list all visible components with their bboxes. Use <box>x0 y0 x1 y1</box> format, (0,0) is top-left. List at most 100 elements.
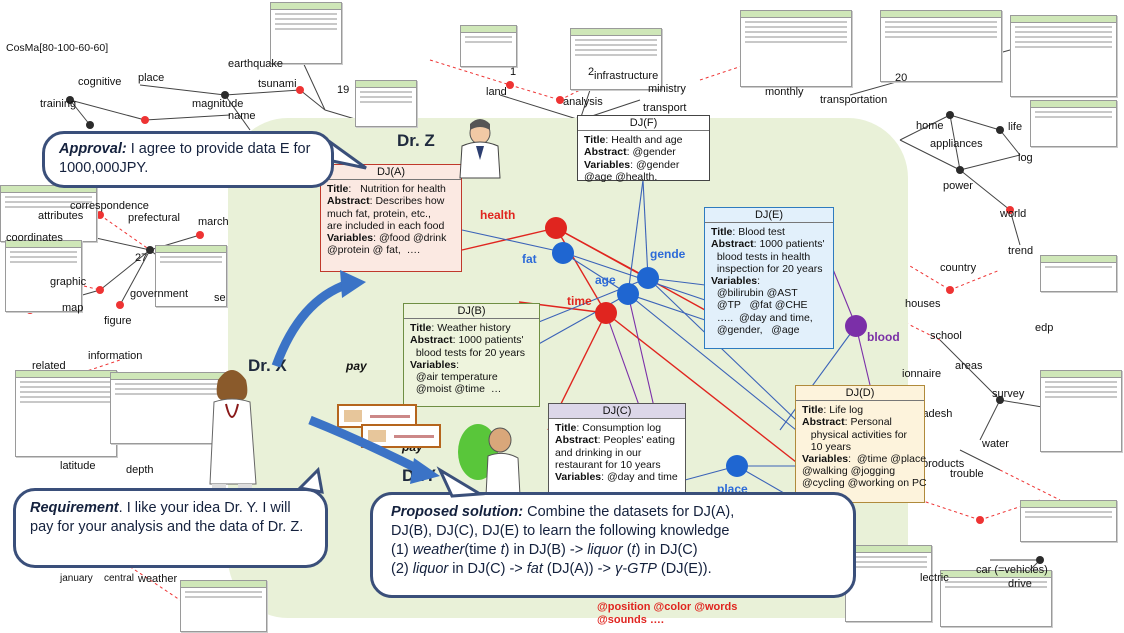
keyword: attributes <box>38 210 84 222</box>
thumbnail-card <box>155 245 227 307</box>
dataset-line-value: : @gender <box>626 146 676 159</box>
dataset-line: Variables: @time @place <box>802 453 926 466</box>
dataset-line-value: @bilirubin @AST <box>711 287 798 300</box>
keyword: ionnaire <box>902 368 942 380</box>
dataset-line: @cycling @working on PC <box>802 477 927 489</box>
keyword: country <box>940 262 977 274</box>
node-time <box>595 302 617 324</box>
number-label: 27 <box>135 252 148 264</box>
keyword: earthquake <box>228 58 284 70</box>
dataset-line-value: : @day and time <box>601 471 678 484</box>
keyword: edp <box>1035 322 1054 334</box>
keyword: cognitive <box>78 76 122 88</box>
dataset-line-value: ….. @day and time, <box>711 311 813 324</box>
dataset-line-key: Title <box>327 183 349 196</box>
number-label: 2 <box>588 66 595 78</box>
node-label-fat: fat <box>522 252 537 266</box>
thumbnail-card <box>15 370 117 457</box>
dataset-line-key: Title <box>410 322 432 335</box>
node-label-time: time <box>567 294 592 308</box>
dataset-title: DJ(E) <box>705 208 833 224</box>
keyword: products <box>922 458 965 470</box>
dataset-line: @TP @fat @CHE <box>711 299 827 311</box>
dataset-line-key: Variables <box>555 471 602 484</box>
dataset-line: Variables: <box>410 359 533 371</box>
header-label: CosMa[80-100-60-60] <box>6 42 109 54</box>
dataset-line-value: : @time @place <box>848 453 927 466</box>
dataset-line-value: @age @health. <box>584 170 658 183</box>
pay-label: pay <box>346 359 367 373</box>
doctor-z-label: Dr. Z <box>397 131 435 150</box>
dataset-line-value: : Peoples' eating <box>597 434 675 447</box>
node-label-age: age <box>595 273 616 287</box>
thumbnail-card <box>460 25 517 67</box>
node-fat <box>552 242 574 264</box>
dataset-line-value: : Life log <box>823 404 864 417</box>
node-blood <box>845 315 867 337</box>
approval-bubble: Approval: I agree to provide data E for … <box>42 131 334 188</box>
dataset-line-value: : Blood test <box>732 226 785 239</box>
dataset-line-key: Abstract <box>555 434 598 447</box>
doctor-y-label: Dr.Y <box>402 466 437 485</box>
dataset-line: and drinking in our <box>555 447 679 459</box>
keyword: life <box>1008 121 1023 133</box>
dataset-title: DJ(F) <box>578 116 709 132</box>
dataset-line: Abstract: 1000 patients' <box>711 238 827 250</box>
dataset-line-key: Abstract <box>802 416 845 429</box>
keyword: survey <box>992 388 1025 400</box>
dataset-line-key: Abstract <box>584 146 627 159</box>
keyword: prefectural <box>128 212 180 224</box>
thumbnail-card <box>1030 100 1117 147</box>
thumbnail-card <box>740 10 852 87</box>
keyword: map <box>62 302 84 314</box>
keyword: central <box>104 573 135 584</box>
keyword: name <box>228 110 256 122</box>
dataset-title: DJ(B) <box>404 304 539 320</box>
dataset-line-value: @moist @time … <box>410 383 502 396</box>
dataset-line: Abstract: Describes how <box>327 195 455 207</box>
keyword: power <box>943 180 973 192</box>
dataset-line: @protein @ fat, …. <box>327 244 455 256</box>
keyword: training <box>40 98 77 110</box>
dataset-line: 10 years <box>802 441 918 453</box>
keyword: lectric <box>920 572 949 584</box>
dataset-line-value: blood tests in health <box>711 250 811 263</box>
dataset-line-value: : Health and age <box>605 134 683 147</box>
pay-label: pay <box>402 440 423 454</box>
thumbnail-card <box>5 240 82 312</box>
dataset-line-value: and drinking in our <box>555 446 642 459</box>
dataset-line: Title: Blood test <box>711 226 827 238</box>
dataset-line-value: much fat, protein, etc., <box>327 207 431 220</box>
dataset-line: are included in each food <box>327 220 455 232</box>
dataset-line-key: Title <box>555 422 577 435</box>
dataset-line-key: Variables <box>410 358 457 371</box>
keyword: analysis <box>563 96 603 108</box>
dataset-line-value: @TP @fat @CHE <box>711 299 808 312</box>
keyword: figure <box>104 315 132 327</box>
thumbnail-card <box>0 185 97 242</box>
keyword: trend <box>1008 245 1034 257</box>
dataset-line-value: : Personal <box>844 416 892 429</box>
dataset-line: restaurant for 10 years <box>555 459 679 471</box>
thumbnail-card <box>1020 500 1117 542</box>
dataset-line: physical activities for <box>802 429 918 441</box>
dataset-line-key: Variables <box>802 453 849 466</box>
dataset-line: Variables: <box>711 275 827 287</box>
keyword: ladesh <box>920 408 953 420</box>
dataset-line-value: : <box>757 275 761 288</box>
dataset-line: inspection for 20 years <box>711 263 827 275</box>
keyword: areas <box>955 360 983 372</box>
thumbnail-card <box>570 28 662 90</box>
dataset-line-value: : 1000 patients' <box>452 334 524 347</box>
dataset-line-value: blood tests for 20 years <box>410 346 525 359</box>
number-label: 1 <box>510 66 517 78</box>
